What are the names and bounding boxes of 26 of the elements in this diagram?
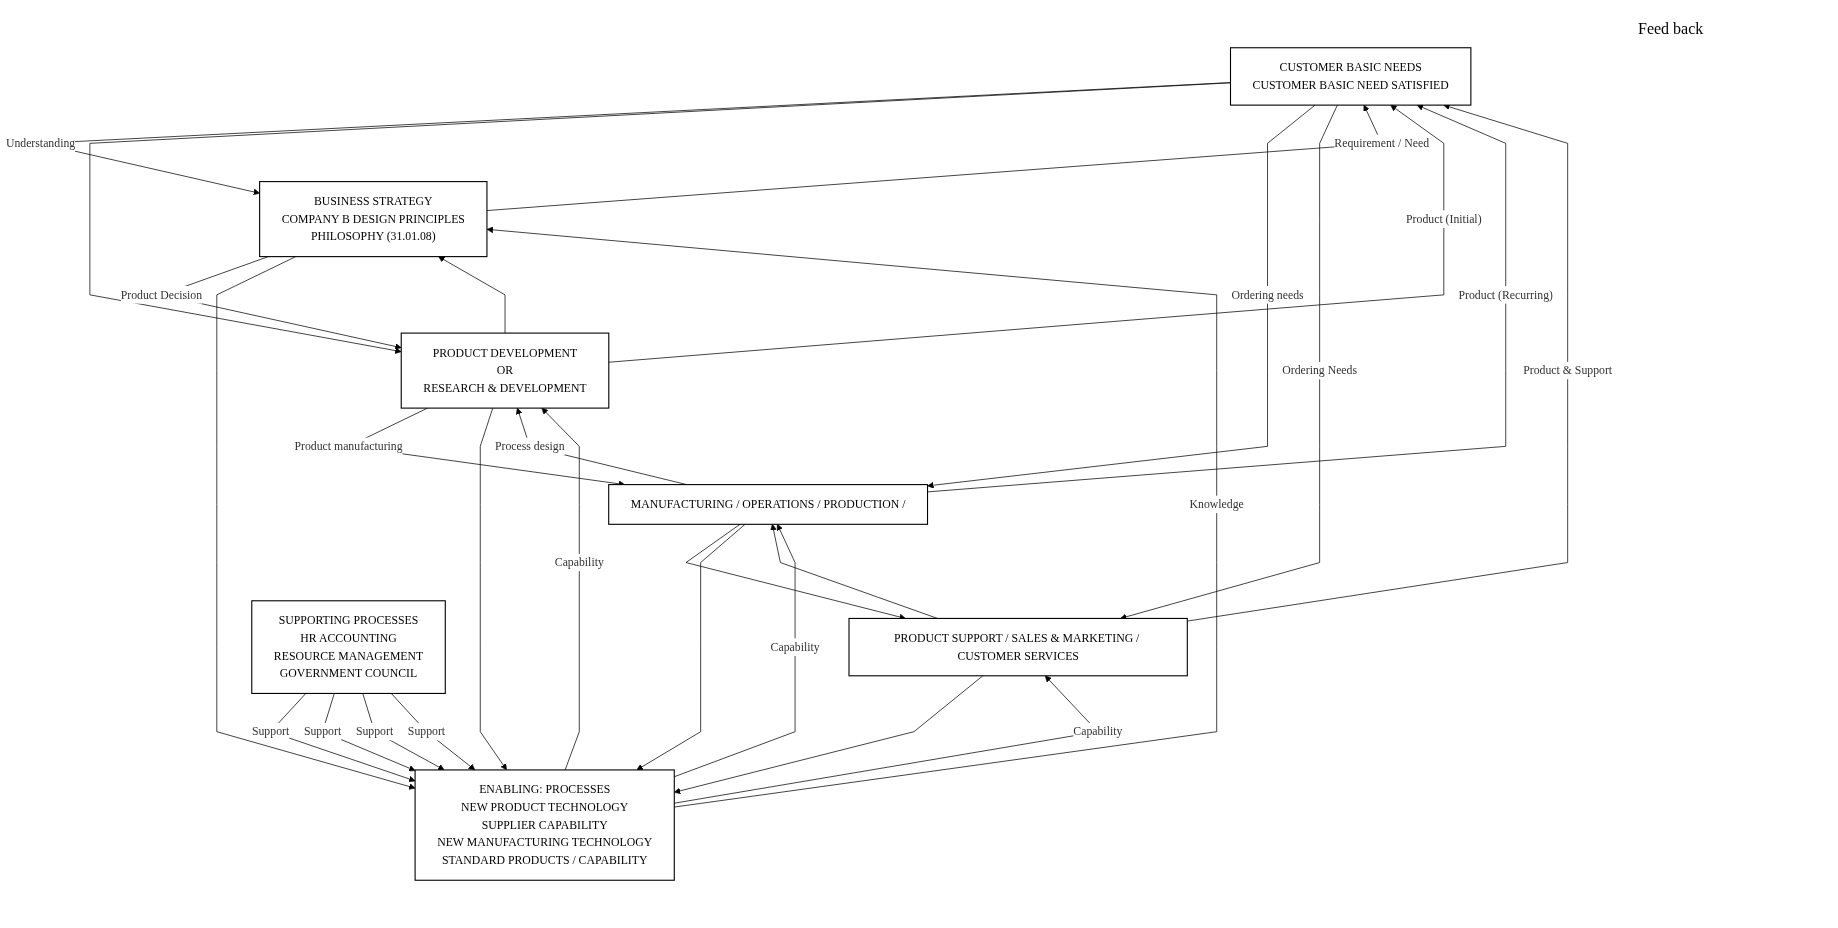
edge-label: Product manufacturing	[294, 439, 403, 453]
edge-label: Product (Recurring)	[1458, 288, 1553, 301]
node-box: BUSINESS STRATEGY COMPANY B DESIGN PRINCIPLES PHILOSOPHY (31.01.08)	[259, 181, 488, 258]
edge-label: Understanding	[5, 136, 76, 150]
node-box: SUPPORTING PROCESSES HR ACCOUNTING RESOURCE MANAGEMENT GOVERNMENT COUNCIL	[251, 600, 446, 694]
edge-label: Support	[251, 725, 290, 738]
node-box: PRODUCT SUPPORT / SALES & MARKETING / CUSTOMER SERVICES	[848, 617, 1188, 677]
edge-label: Support	[355, 725, 394, 738]
edge-label: Capability	[770, 640, 820, 653]
node-box: CUSTOMER BASIC NEEDS CUSTOMER BASIC NEED SATISFIED	[1229, 47, 1472, 106]
edge-label: Ordering needs	[1231, 288, 1304, 301]
edge-label: Capability	[554, 555, 604, 569]
edge-label: Requirement / Need	[1334, 136, 1430, 150]
edge-label: Support	[303, 725, 342, 738]
edge-label: Capability	[1073, 725, 1123, 738]
node-box: ENABLING: PROCESSES NEW PRODUCT TECHNOLOGY SUPPLIER CAPABILITY NEW MANUFACTURING TECHNOLOGY STANDARD PRODUCTS / CAPABILITY	[414, 769, 675, 881]
edge-label: Knowledge	[1189, 497, 1244, 511]
edge-label: Support	[407, 725, 446, 738]
edge-label: Process design	[494, 439, 565, 453]
node-box: PRODUCT DEVELOPMENT OR RESEARCH & DEVELOPMENT	[400, 332, 610, 409]
edge-label: Product & Support	[1523, 363, 1613, 377]
edge-label: Product Decision	[120, 288, 203, 301]
edge-label: Product (Initial)	[1406, 212, 1482, 225]
node-box: MANUFACTURING / OPERATIONS / PRODUCTION /	[608, 484, 929, 525]
edge-label: Ordering Needs	[1282, 363, 1358, 377]
note-text: Feed back	[1638, 20, 1705, 38]
